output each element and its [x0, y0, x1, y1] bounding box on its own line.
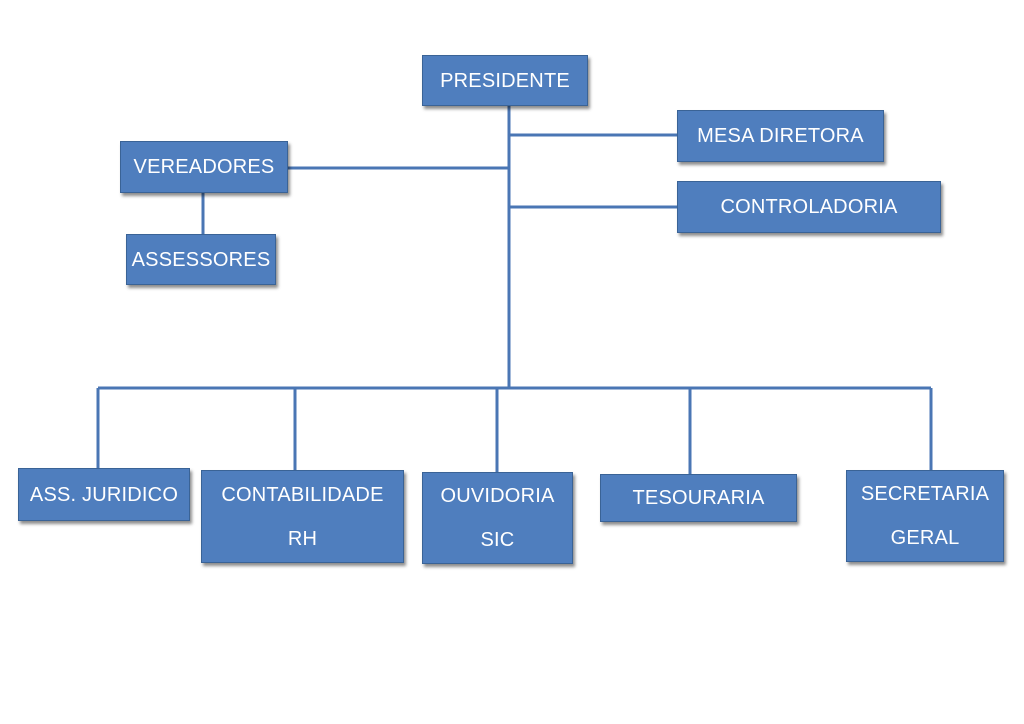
node-tesouraria-label: TESOURARIA	[632, 487, 765, 509]
node-mesa-diretora-label: MESA DIRETORA	[697, 125, 864, 147]
node-contabilidade-line2: RH	[287, 527, 318, 550]
node-presidente-label: PRESIDENTE	[440, 69, 570, 92]
node-secretaria-line1: SECRETARIA	[860, 483, 990, 505]
node-ouvidoria-line2: SIC	[480, 529, 515, 551]
node-controladoria-label: CONTROLADORIA	[720, 196, 898, 218]
node-controladoria: CONTROLADORIA	[677, 181, 941, 233]
node-vereadores-label: VEREADORES	[133, 156, 275, 178]
node-contabilidade-rh: CONTABILIDADE RH	[201, 470, 404, 563]
node-ass-juridico: ASS. JURIDICO	[18, 468, 190, 521]
node-contabilidade-line1: CONTABILIDADE	[221, 483, 384, 506]
node-presidente: PRESIDENTE	[422, 55, 588, 106]
node-vereadores: VEREADORES	[120, 141, 288, 193]
node-tesouraria: TESOURARIA	[600, 474, 797, 522]
node-assessores-label: ASSESSORES	[131, 248, 271, 271]
node-ouvidoria-sic: OUVIDORIA SIC	[422, 472, 573, 564]
node-assessores: ASSESSORES	[126, 234, 276, 285]
node-ass-juridico-label: ASS. JURIDICO	[29, 483, 179, 506]
node-secretaria-line2: GERAL	[890, 527, 960, 549]
node-mesa-diretora: MESA DIRETORA	[677, 110, 884, 162]
node-secretaria-geral: SECRETARIA GERAL	[846, 470, 1004, 562]
node-ouvidoria-line1: OUVIDORIA	[440, 485, 555, 507]
